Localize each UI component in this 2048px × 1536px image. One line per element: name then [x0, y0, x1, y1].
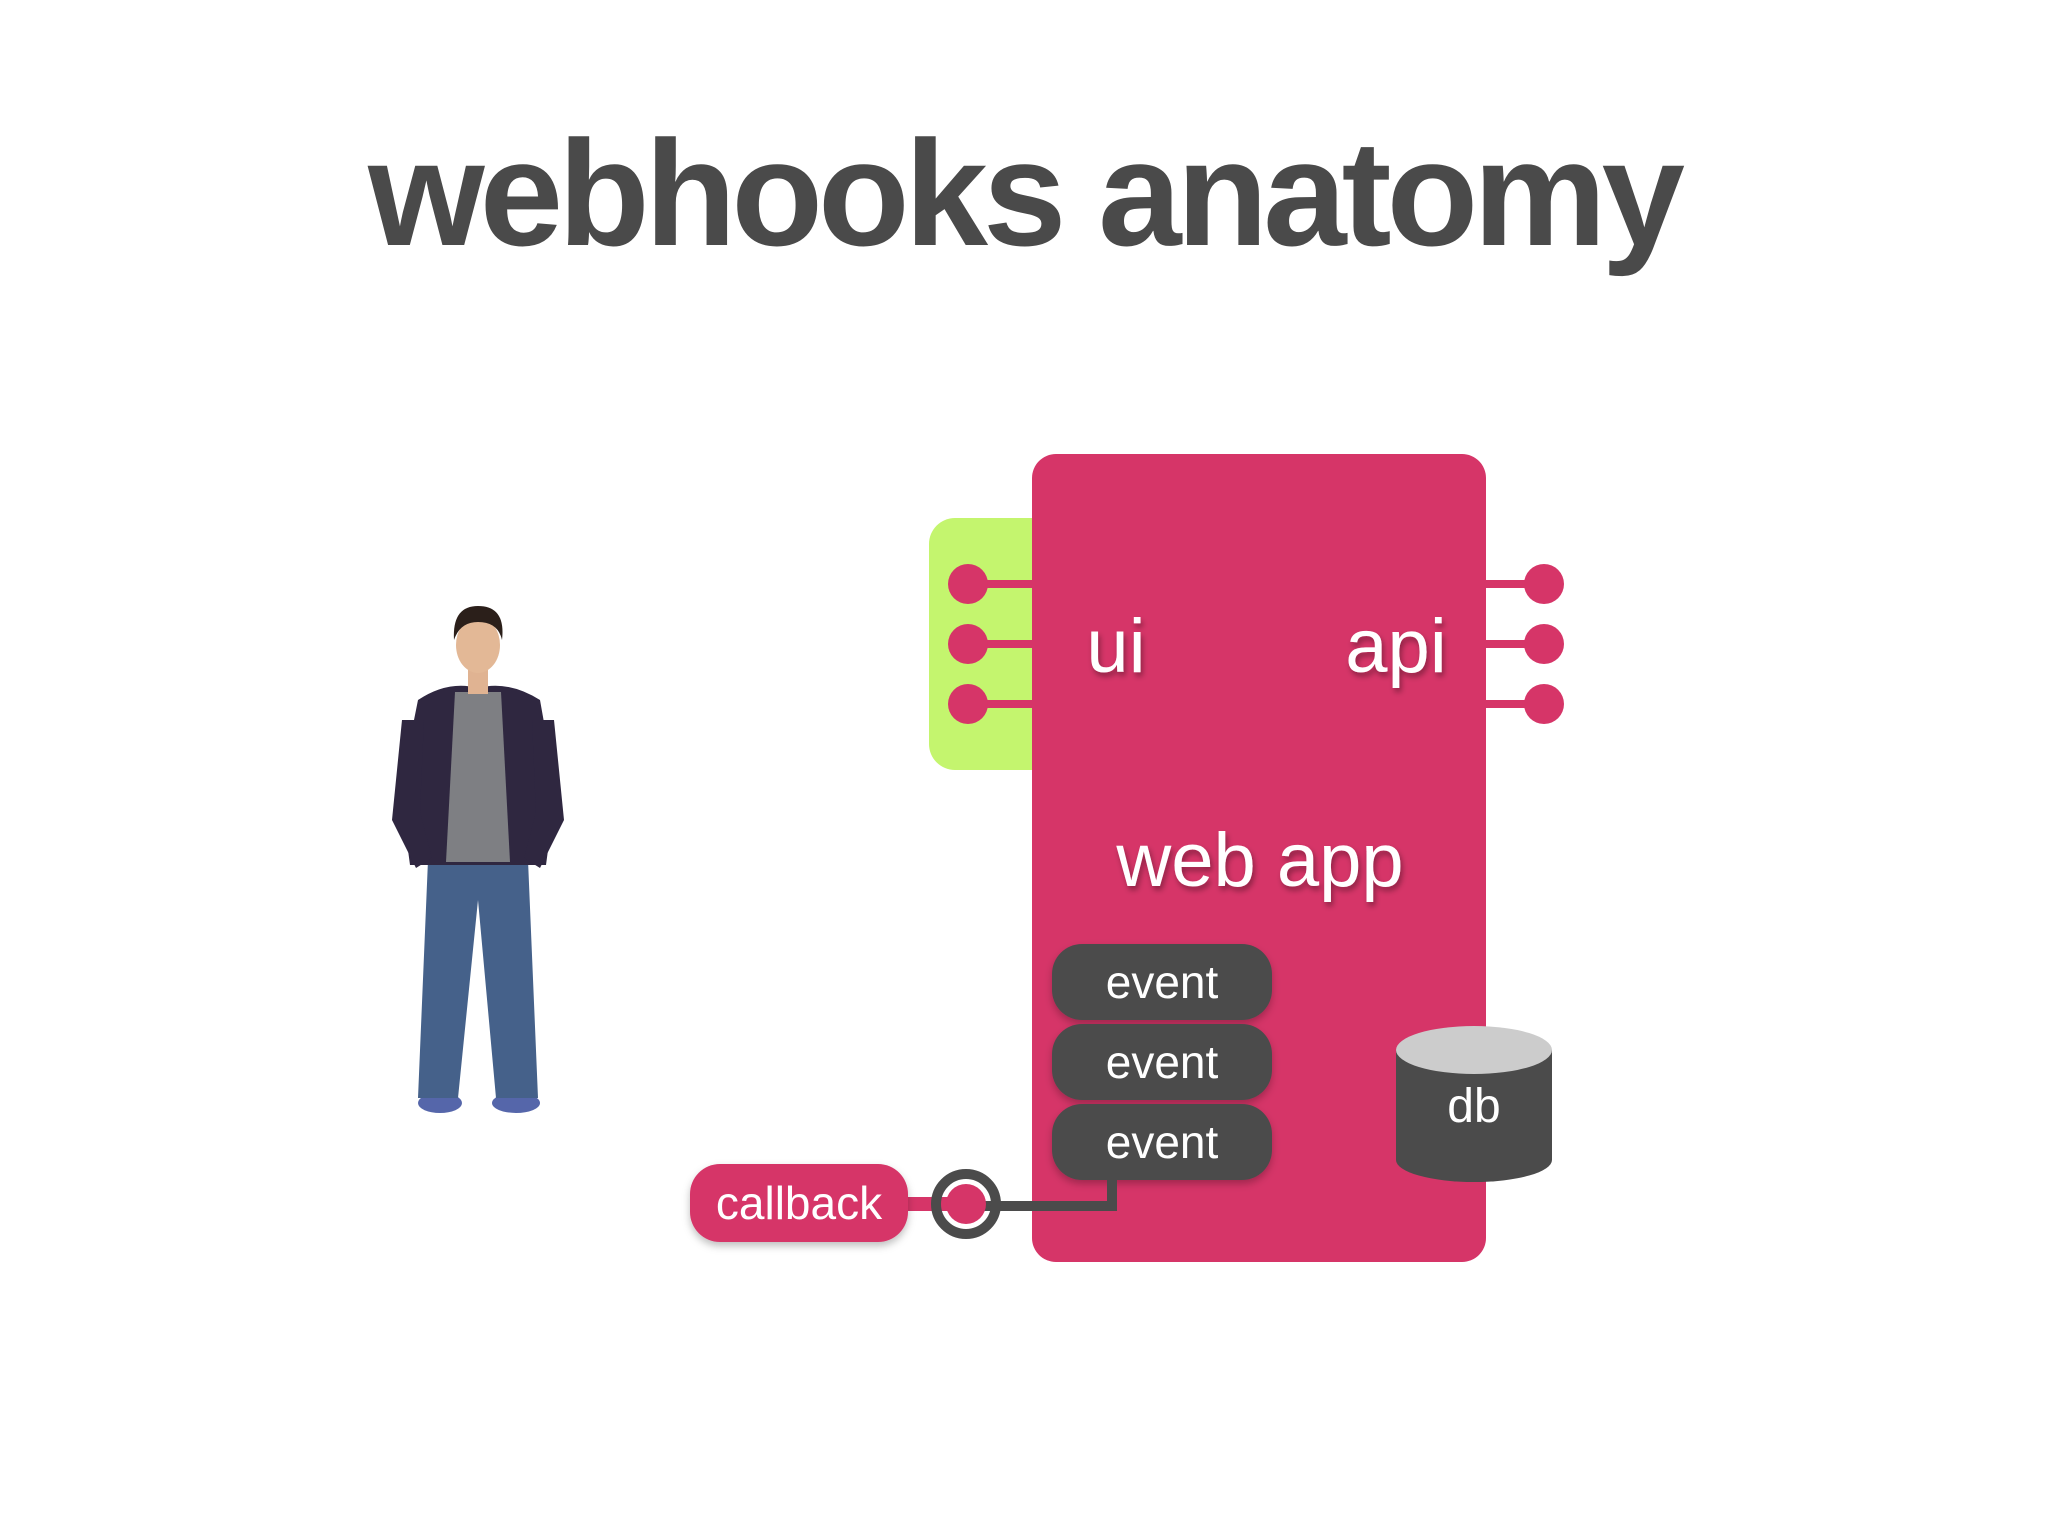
event-item: [1052, 944, 1272, 1020]
database-cylinder: db: [1396, 1026, 1552, 1182]
ui-connectors: [948, 564, 1040, 724]
callback-node: callback: [690, 1164, 908, 1242]
event-label: event: [1106, 1036, 1219, 1088]
ui-label: ui: [1086, 604, 1145, 689]
person-illustration: [392, 606, 564, 1113]
db-label: db: [1447, 1080, 1500, 1133]
event-label: event: [1106, 1116, 1219, 1168]
api-label: api: [1345, 604, 1446, 689]
event-stack: event event event: [1052, 944, 1272, 1180]
api-connectors: [1480, 564, 1564, 724]
callback-label: callback: [716, 1177, 883, 1229]
callback-wire: [900, 1169, 1117, 1239]
web-app-label: web app: [1115, 818, 1403, 903]
slide-title: webhooks anatomy: [368, 109, 1685, 277]
event-label: event: [1106, 956, 1219, 1008]
event-item: [1052, 1104, 1272, 1180]
event-item: [1052, 1024, 1272, 1100]
